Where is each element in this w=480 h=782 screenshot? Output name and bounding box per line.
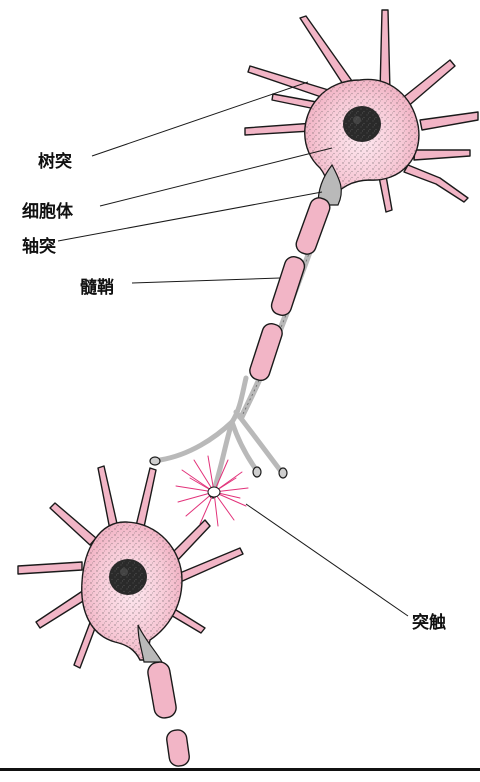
label-synapse: 突触 <box>412 613 446 633</box>
label-cell-body: 细胞体 <box>22 202 73 222</box>
myelin-segment <box>295 197 331 255</box>
lower-myelin-segment <box>166 729 190 767</box>
leader-lines <box>57 81 409 617</box>
bottom-divider <box>0 768 480 771</box>
label-axon: 轴突 <box>22 237 56 257</box>
label-myelin-sheath: 髓鞘 <box>80 278 114 298</box>
label-dendrite: 树突 <box>38 152 72 172</box>
lower-axon-hillock <box>137 624 164 663</box>
synapse-spark <box>175 455 249 527</box>
myelin-sheaths <box>249 197 331 382</box>
lower-myelin-segment <box>147 661 177 719</box>
myelin-segment <box>270 256 306 316</box>
lower-dendrites <box>17 465 244 669</box>
lower-neuron <box>17 465 244 767</box>
myelin-segment <box>249 322 283 382</box>
axon-terminals <box>157 375 283 493</box>
upper-neuron <box>244 9 479 213</box>
